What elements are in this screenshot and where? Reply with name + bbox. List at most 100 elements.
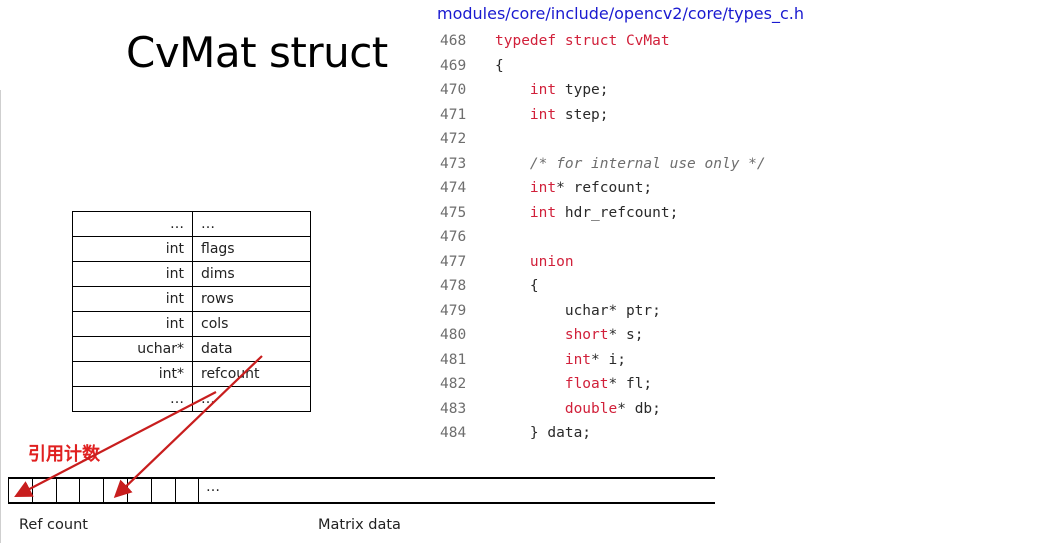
line-number: 469 bbox=[440, 57, 467, 74]
source-file-path: modules/core/include/opencv2/core/types_… bbox=[437, 4, 805, 23]
field-row: …… bbox=[72, 211, 311, 237]
code-keyword: double bbox=[564, 400, 618, 417]
line-number: 483 bbox=[440, 400, 467, 417]
line-number: 479 bbox=[440, 302, 467, 319]
code-line: 473 /* for internal use only */ bbox=[440, 152, 766, 177]
code-keyword: int bbox=[529, 82, 557, 98]
field-name: … bbox=[192, 211, 311, 237]
code-token bbox=[495, 82, 530, 98]
code-token: { bbox=[495, 57, 504, 74]
memory-strip-bottom-edge bbox=[8, 502, 715, 504]
code-token bbox=[495, 352, 565, 368]
code-line: 483 double* db; bbox=[440, 397, 766, 422]
left-divider-line bbox=[0, 90, 1, 543]
code-keyword: short bbox=[564, 327, 609, 343]
field-type: int* bbox=[72, 361, 193, 387]
code-text: int type; bbox=[495, 78, 609, 103]
code-token bbox=[495, 180, 530, 196]
line-number: 472 bbox=[440, 131, 467, 147]
field-type: int bbox=[72, 286, 193, 312]
field-type: int bbox=[72, 311, 193, 337]
code-text: int step; bbox=[495, 103, 609, 128]
line-number: 470 bbox=[440, 82, 467, 98]
memory-cell-divider bbox=[79, 477, 81, 503]
code-line: 468 typedef struct CvMat bbox=[440, 29, 766, 54]
line-number: 478 bbox=[440, 278, 467, 294]
code-text: { bbox=[495, 54, 504, 79]
refcount-annotation: 引用计数 bbox=[28, 444, 100, 465]
code-token bbox=[495, 401, 565, 417]
field-type: int bbox=[72, 236, 193, 262]
code-keyword: typedef struct CvMat bbox=[495, 33, 670, 49]
code-line: 475 int hdr_refcount; bbox=[440, 201, 766, 226]
field-type: … bbox=[72, 386, 193, 412]
code-text: { bbox=[495, 274, 539, 299]
code-line: 469 { bbox=[440, 54, 766, 79]
line-number: 468 bbox=[440, 33, 467, 49]
code-keyword: int bbox=[529, 204, 557, 221]
field-name: dims bbox=[192, 261, 311, 287]
code-text: float* fl; bbox=[495, 372, 652, 397]
code-token: * refcount; bbox=[556, 180, 653, 196]
code-text: typedef struct CvMat bbox=[495, 29, 670, 54]
code-token: type; bbox=[556, 82, 609, 98]
code-text: uchar* ptr; bbox=[495, 299, 661, 324]
code-token: step; bbox=[556, 106, 609, 123]
code-text: } data; bbox=[495, 421, 591, 446]
code-keyword: union bbox=[529, 253, 574, 270]
field-type: uchar* bbox=[72, 336, 193, 362]
field-name: refcount bbox=[192, 361, 311, 387]
line-number: 473 bbox=[440, 155, 467, 172]
code-keyword: int bbox=[529, 180, 557, 196]
field-type: int bbox=[72, 261, 193, 287]
memory-cell-divider bbox=[127, 477, 128, 503]
code-text: short* s; bbox=[495, 323, 644, 348]
line-number: 474 bbox=[440, 180, 467, 196]
slide-title: CvMat struct bbox=[126, 28, 388, 77]
memory-cell-divider bbox=[150, 477, 152, 503]
code-token bbox=[495, 205, 530, 221]
code-line: 476 bbox=[440, 225, 766, 250]
field-name: flags bbox=[192, 236, 311, 262]
line-number: 481 bbox=[440, 351, 467, 368]
field-row: uchar*data bbox=[72, 336, 311, 362]
code-token bbox=[495, 254, 530, 270]
code-line: 478 { bbox=[440, 274, 766, 299]
code-token bbox=[495, 327, 565, 343]
memory-strip-ellipsis: … bbox=[206, 479, 220, 495]
field-name: … bbox=[192, 386, 311, 412]
code-token: * i; bbox=[591, 351, 626, 368]
code-text: int* refcount; bbox=[495, 176, 652, 201]
line-number: 484 bbox=[440, 425, 467, 441]
code-line: 481 int* i; bbox=[440, 348, 766, 373]
code-line: 477 union bbox=[440, 250, 766, 275]
code-keyword: float bbox=[564, 376, 609, 392]
code-token: * db; bbox=[617, 400, 661, 417]
line-number: 476 bbox=[440, 229, 467, 245]
field-name: rows bbox=[192, 286, 311, 312]
memory-cell-divider bbox=[8, 477, 9, 503]
line-number: 471 bbox=[440, 106, 467, 123]
code-token: * fl; bbox=[608, 376, 653, 392]
code-line: 471 int step; bbox=[440, 103, 766, 128]
code-line: 482 float* fl; bbox=[440, 372, 766, 397]
field-name: cols bbox=[192, 311, 311, 337]
code-token: uchar* ptr; bbox=[495, 302, 661, 319]
field-row: …… bbox=[72, 386, 311, 412]
code-token bbox=[495, 107, 530, 123]
code-token: * s; bbox=[608, 327, 644, 343]
code-line: 472 bbox=[440, 127, 766, 152]
code-token: hdr_refcount; bbox=[556, 204, 679, 221]
memory-cell-divider bbox=[174, 477, 176, 503]
memory-cell-divider bbox=[198, 477, 200, 503]
code-line: 480 short* s; bbox=[440, 323, 766, 348]
line-number: 475 bbox=[440, 204, 467, 221]
memory-strip: … bbox=[8, 477, 715, 504]
matrix-data-label: Matrix data bbox=[318, 517, 401, 533]
line-number: 482 bbox=[440, 376, 467, 392]
field-name: data bbox=[192, 336, 311, 362]
